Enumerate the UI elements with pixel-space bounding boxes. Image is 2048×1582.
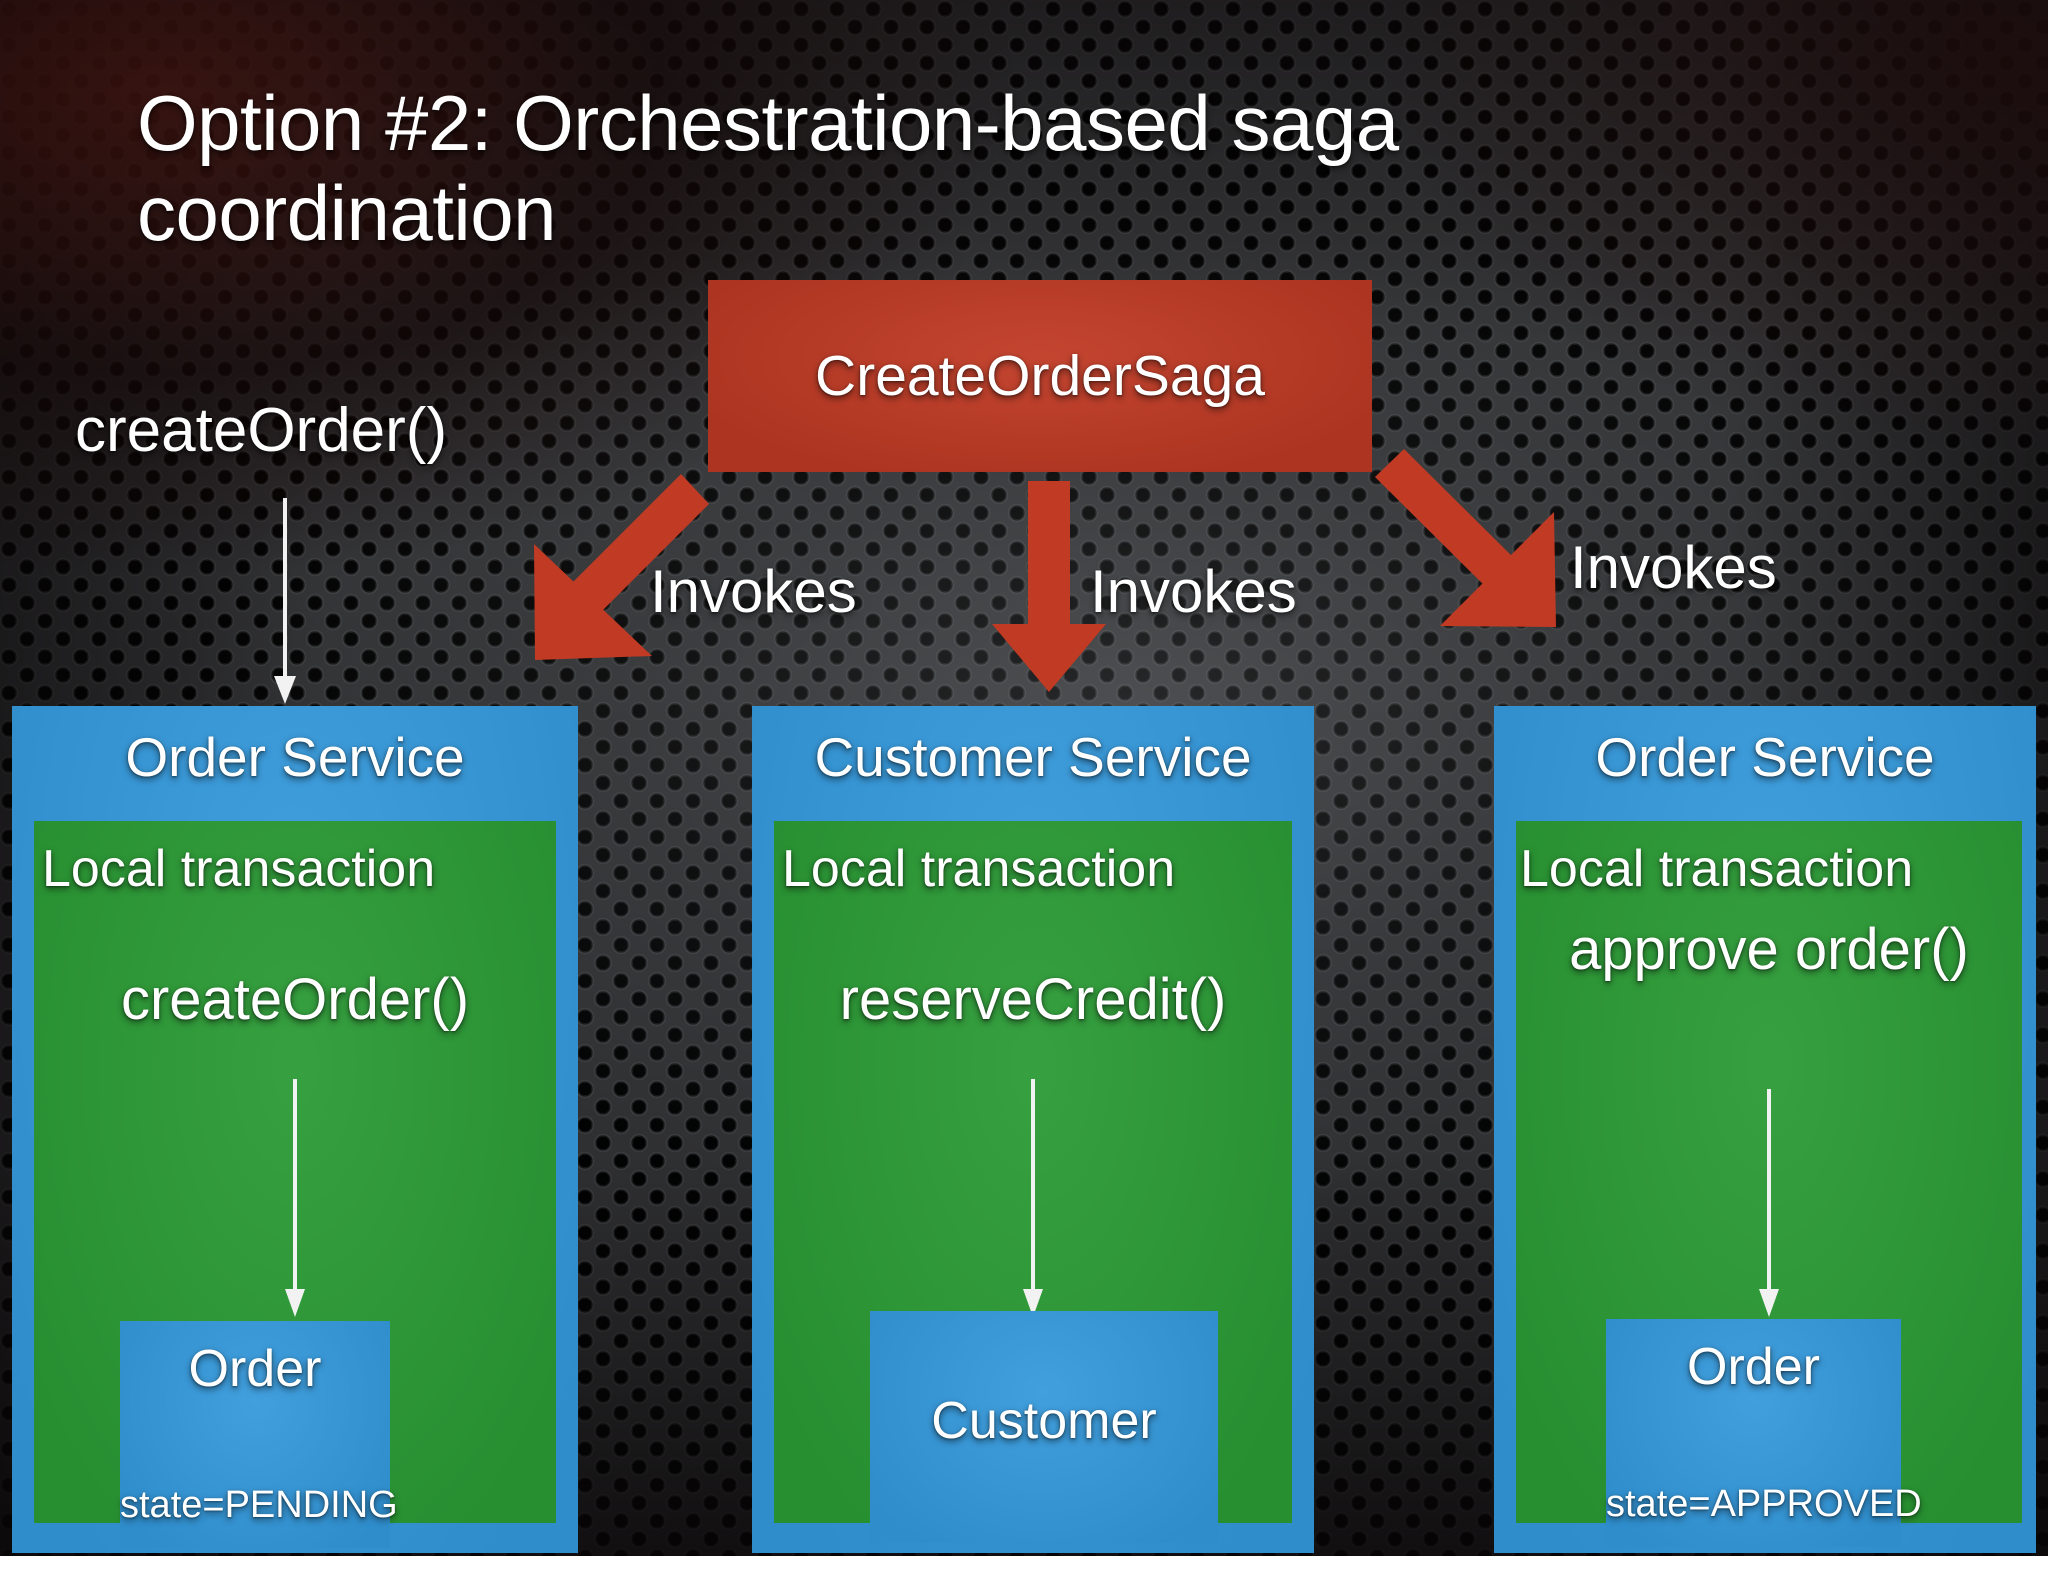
local-transaction-label: Local transaction: [782, 840, 1176, 898]
page-title: Option #2: Orchestration-based saga coor…: [137, 79, 1399, 258]
service-box-order-service-2[interactable]: Order Service Local transaction approve …: [1494, 706, 2036, 1553]
service-title: Customer Service: [814, 726, 1252, 788]
transaction-operation: reserveCredit(): [839, 967, 1227, 1032]
service-title: Order Service: [1595, 726, 1935, 788]
local-transaction-label: Local transaction: [1520, 840, 1914, 898]
service-box-customer-service[interactable]: Customer Service Local transaction reser…: [752, 706, 1314, 1553]
local-transaction-label: Local transaction: [42, 840, 436, 898]
entity-arrow-icon: [1759, 1089, 1779, 1317]
invokes-label-2: Invokes: [1090, 558, 1297, 625]
local-transaction-box: Local transaction approve order() Order …: [1516, 821, 2022, 1547]
entity-box-order[interactable]: Order state=APPROVED: [1606, 1319, 1922, 1547]
local-transaction-box: Local transaction createOrder() Order st…: [34, 821, 556, 1548]
entity-arrow-icon: [1023, 1079, 1043, 1317]
bottom-white-strip: [0, 1556, 2048, 1582]
entity-name: Customer: [931, 1392, 1157, 1450]
transaction-operation: createOrder(): [120, 967, 470, 1032]
entity-state: state=PENDING: [120, 1484, 398, 1526]
entity-name: Order: [1687, 1338, 1820, 1396]
invokes-label-3: Invokes: [1570, 534, 1777, 601]
entity-arrow-icon: [285, 1079, 305, 1317]
service-box-order-service-1[interactable]: Order Service Local transaction createOr…: [12, 706, 578, 1553]
caller-arrow-icon: [274, 498, 296, 704]
entity-box-customer[interactable]: Customer: [870, 1311, 1218, 1543]
service-title: Order Service: [125, 726, 465, 788]
entity-state: state=APPROVED: [1606, 1483, 1922, 1525]
transaction-operation: approve order(): [1569, 917, 1969, 982]
caller-label: createOrder(): [75, 396, 448, 465]
saga-label: CreateOrderSaga: [815, 344, 1265, 408]
invokes-label-1: Invokes: [650, 558, 857, 625]
entity-box-order[interactable]: Order state=PENDING: [120, 1321, 398, 1548]
local-transaction-box: Local transaction reserveCredit() Custom…: [774, 821, 1292, 1543]
entity-name: Order: [188, 1340, 322, 1398]
saga-orchestrator-box[interactable]: CreateOrderSaga: [708, 280, 1372, 472]
